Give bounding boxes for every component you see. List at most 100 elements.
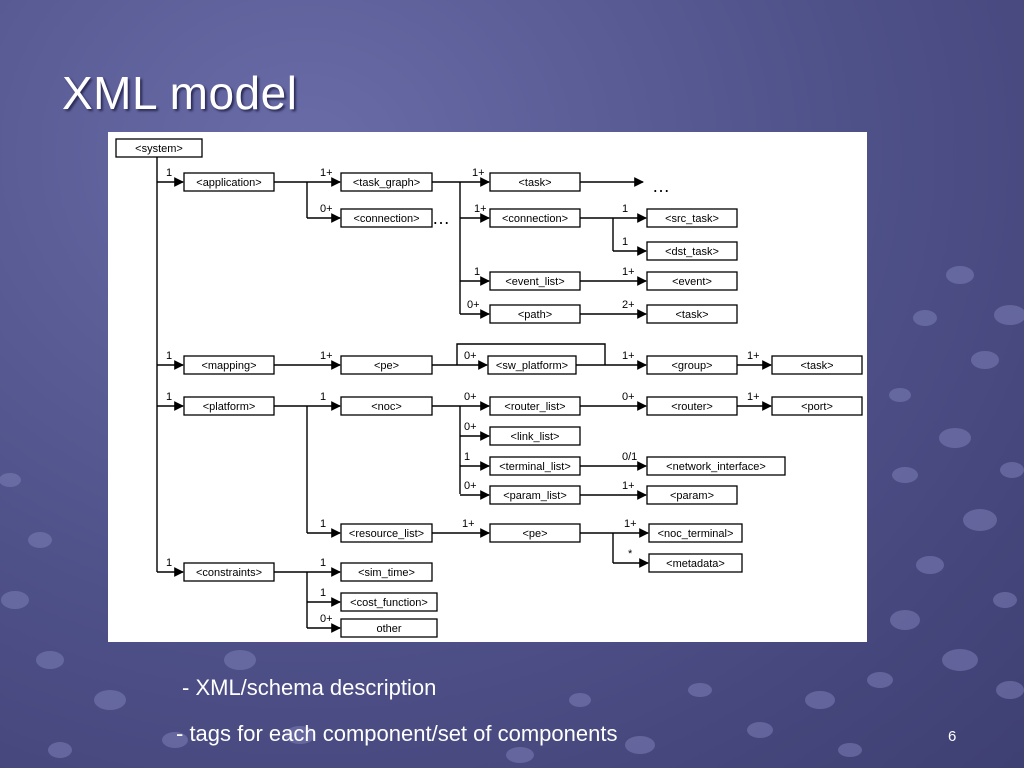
multiplicity-label: 1+ bbox=[472, 167, 485, 179]
multiplicity-label: 1 bbox=[320, 518, 326, 530]
node-sim-time: <sim_time> bbox=[340, 562, 433, 582]
page-number: 6 bbox=[948, 728, 957, 745]
multiplicity-label: 1+ bbox=[747, 391, 760, 403]
node-system: <system> bbox=[115, 138, 203, 158]
node-resource-list: <resource_list> bbox=[340, 523, 433, 543]
slide-title: XML model bbox=[62, 67, 298, 119]
node-task-graph: <task_graph> bbox=[340, 172, 433, 192]
multiplicity-label: 0/1 bbox=[622, 451, 637, 463]
node-noc: <noc> bbox=[340, 396, 433, 416]
diagram-panel: <system> <application> <task_graph> <task> <… bbox=[108, 132, 867, 642]
node-metadata: <metadata> bbox=[648, 553, 743, 573]
multiplicity-label: 1 bbox=[320, 557, 326, 569]
multiplicity-label: 1+ bbox=[747, 350, 760, 362]
xml-model-diagram: <system> <application> <task_graph> <task> <… bbox=[115, 138, 863, 638]
ellipsis-connection: … bbox=[432, 208, 450, 228]
node-label: <dst_task> bbox=[665, 246, 719, 258]
node-application: <application> bbox=[183, 172, 275, 192]
multiplicity-label: 1+ bbox=[624, 518, 637, 530]
node-connection-2: <connection> bbox=[489, 208, 581, 228]
node-event-list: <event_list> bbox=[489, 271, 581, 291]
bullet-2: - tags for each component/set of compone… bbox=[176, 721, 618, 746]
multiplicity-label: 1 bbox=[320, 391, 326, 403]
node-label: <event> bbox=[672, 276, 712, 288]
node-label: <system> bbox=[135, 143, 183, 155]
multiplicity-label: 2+ bbox=[622, 299, 635, 311]
multiplicity-label: 1+ bbox=[622, 266, 635, 278]
node-router-list: <router_list> bbox=[489, 396, 581, 416]
node-dst-task: <dst_task> bbox=[646, 241, 738, 261]
multiplicity-label: 1 bbox=[320, 587, 326, 599]
multiplicity-label: 1 bbox=[622, 203, 628, 215]
multiplicity-label: 1 bbox=[166, 350, 172, 362]
node-pe-1: <pe> bbox=[340, 355, 433, 375]
node-label: <task> bbox=[800, 360, 833, 372]
node-task-1: <task> bbox=[489, 172, 581, 192]
node-router: <router> bbox=[646, 396, 738, 416]
multiplicity-label: 1 bbox=[166, 391, 172, 403]
node-label: <noc_terminal> bbox=[658, 528, 734, 540]
multiplicity-label: 1 bbox=[464, 451, 470, 463]
node-label: <router> bbox=[671, 401, 713, 413]
multiplicity-label: 1+ bbox=[622, 480, 635, 492]
node-port: <port> bbox=[771, 396, 863, 416]
multiplicity-label: 1+ bbox=[622, 350, 635, 362]
node-label: <pe> bbox=[522, 528, 547, 540]
node-other: other bbox=[340, 618, 438, 638]
bullet-1: - XML/schema description bbox=[182, 675, 437, 700]
node-connection-1: <connection> bbox=[340, 208, 433, 228]
multiplicity-label: 0+ bbox=[464, 350, 477, 362]
node-label: <metadata> bbox=[666, 558, 725, 570]
node-network-interface: <network_interface> bbox=[646, 456, 786, 476]
node-label: <application> bbox=[196, 177, 261, 189]
node-label: <sw_platform> bbox=[496, 360, 568, 372]
node-label: <sim_time> bbox=[358, 567, 415, 579]
node-constraints: <constraints> bbox=[183, 562, 275, 582]
node-param: <param> bbox=[646, 485, 738, 505]
node-label: <link_list> bbox=[511, 431, 560, 443]
multiplicity-label: 1 bbox=[166, 557, 172, 569]
multiplicity-label: 1+ bbox=[474, 203, 487, 215]
node-label: <port> bbox=[801, 401, 833, 413]
node-label: <constraints> bbox=[196, 567, 262, 579]
multiplicity-label: 1 bbox=[622, 236, 628, 248]
multiplicity-label: 1 bbox=[166, 167, 172, 179]
node-pe-2: <pe> bbox=[489, 523, 581, 543]
node-label: <pe> bbox=[374, 360, 399, 372]
node-label: <task> bbox=[518, 177, 551, 189]
node-label: <event_list> bbox=[505, 276, 564, 288]
multiplicity-label: 1 bbox=[474, 266, 480, 278]
node-link-list: <link_list> bbox=[489, 426, 581, 446]
node-sw-platform: <sw_platform> bbox=[487, 355, 577, 375]
node-label: <network_interface> bbox=[666, 461, 766, 473]
multiplicity-label: 0+ bbox=[464, 391, 477, 403]
node-label: <group> bbox=[672, 360, 713, 372]
node-noc-terminal: <noc_terminal> bbox=[648, 523, 743, 543]
node-label: <connection> bbox=[353, 213, 419, 225]
multiplicity-label: 0+ bbox=[464, 421, 477, 433]
node-label: <cost_function> bbox=[350, 597, 428, 609]
multiplicity-label: 0+ bbox=[464, 480, 477, 492]
multiplicity-label: 0+ bbox=[467, 299, 480, 311]
node-path: <path> bbox=[489, 304, 581, 324]
multiplicity-label: 1+ bbox=[462, 518, 475, 530]
multiplicity-label: 1+ bbox=[320, 350, 333, 362]
node-platform: <platform> bbox=[183, 396, 275, 416]
multiplicity-label: * bbox=[628, 548, 633, 560]
node-label: <param_list> bbox=[503, 490, 567, 502]
multiplicity-label: 0+ bbox=[320, 203, 333, 215]
ellipsis-task: … bbox=[652, 176, 670, 196]
node-task-2: <task> bbox=[646, 304, 738, 324]
node-mapping: <mapping> bbox=[183, 355, 275, 375]
node-label: other bbox=[376, 623, 401, 635]
multiplicity-label: 1+ bbox=[320, 167, 333, 179]
node-terminal-list: <terminal_list> bbox=[489, 456, 581, 476]
node-label: <task> bbox=[675, 309, 708, 321]
node-label: <path> bbox=[518, 309, 552, 321]
node-label: <resource_list> bbox=[349, 528, 424, 540]
node-param-list: <param_list> bbox=[489, 485, 581, 505]
node-label: <mapping> bbox=[201, 360, 256, 372]
multiplicity-label: 0+ bbox=[320, 613, 333, 625]
node-label: <connection> bbox=[502, 213, 568, 225]
